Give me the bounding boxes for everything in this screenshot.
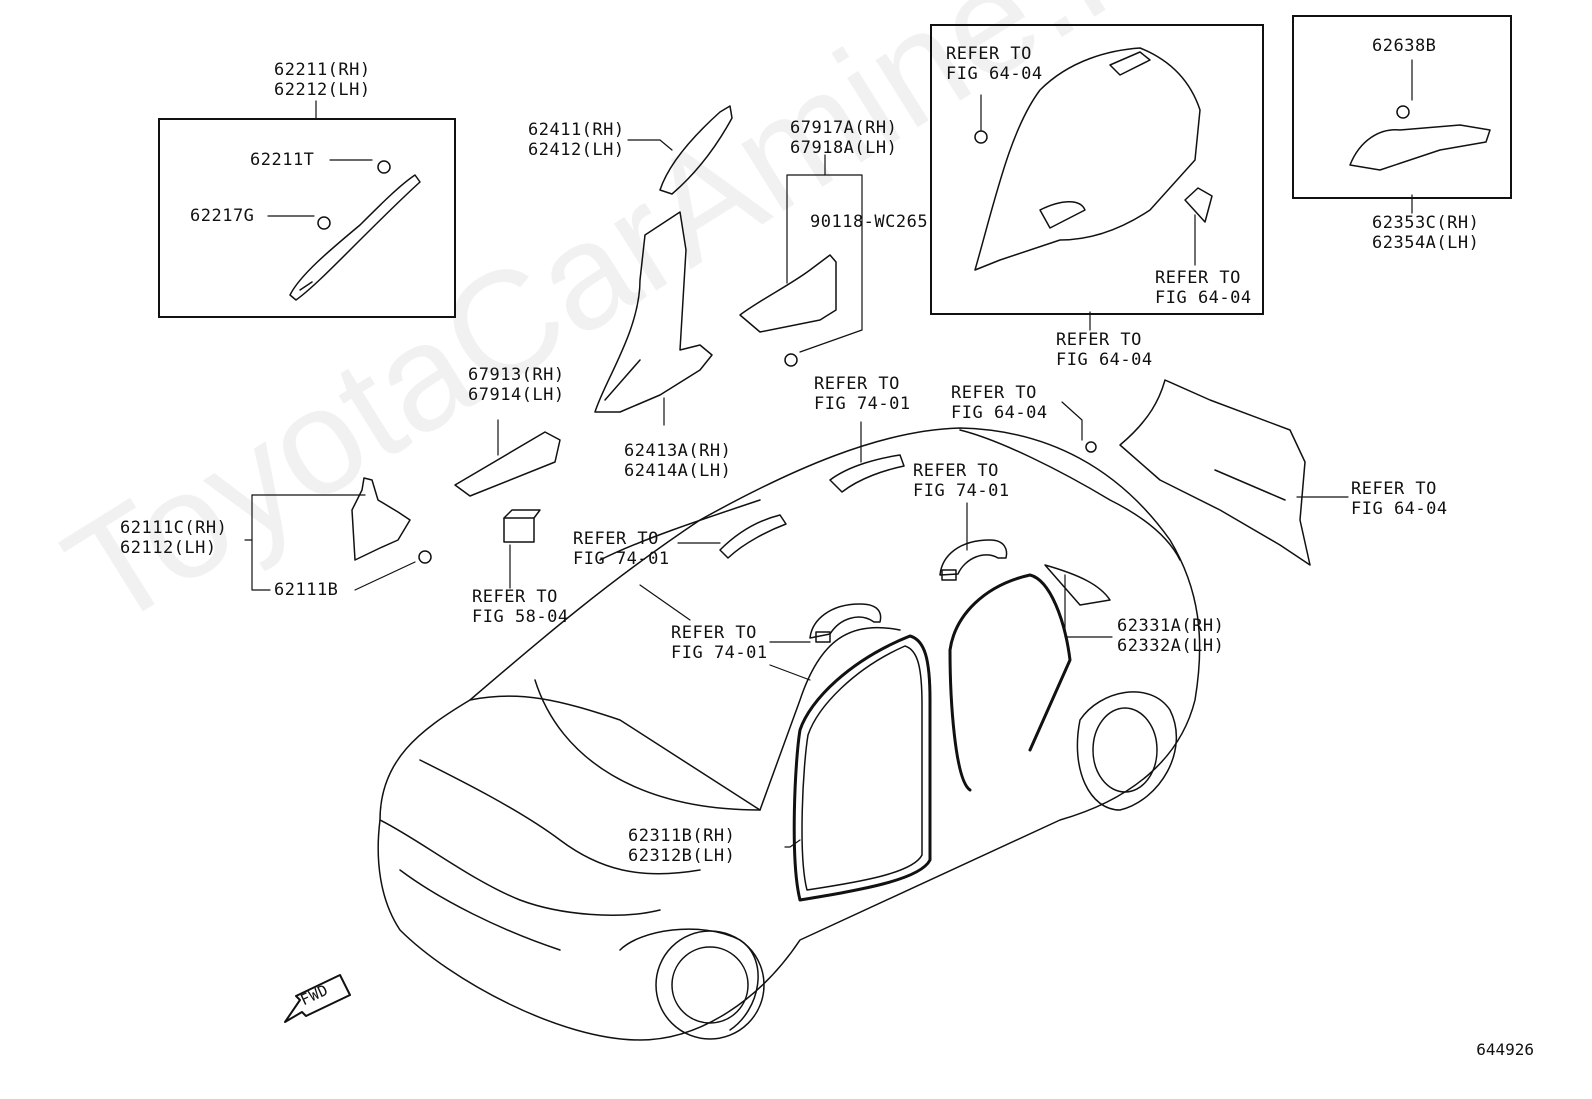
- refer-fig-74-01-upper: REFER TO FIG 74-01: [814, 374, 911, 414]
- assist-grip-front: [809, 603, 882, 643]
- part-label-62111C: 62111C(RH): [120, 518, 228, 538]
- drawing-number: 644926: [1476, 1040, 1534, 1059]
- part-label-62638B: 62638B: [1372, 36, 1437, 56]
- part-label-62331A: 62331A(RH): [1117, 616, 1225, 636]
- vehicle-outline: [377, 427, 1201, 1041]
- assist-grip-upper: [829, 454, 905, 493]
- part-label-62414A: 62414A(LH): [624, 461, 732, 481]
- group-box-quarter-trim: [930, 24, 1264, 315]
- refer-fig-74-01-rear-grip: REFER TO FIG 74-01: [913, 461, 1010, 501]
- door-weatherstrip-front: [792, 634, 932, 902]
- part-label-62332A: 62332A(LH): [1117, 636, 1225, 656]
- leader-lines: [244, 59, 1413, 848]
- part-label-62211: 62211(RH): [274, 60, 371, 80]
- part-label-62413A: 62413A(RH): [624, 441, 732, 461]
- center-pillar-trim: [594, 211, 713, 413]
- part-label-62211T: 62211T: [250, 150, 315, 170]
- part-label-62112: 62112(LH): [120, 538, 217, 558]
- connector-block: [503, 509, 541, 543]
- assist-grip-rear: [939, 539, 1008, 581]
- part-label-67914: 67914(LH): [468, 385, 565, 405]
- part-label-62412: 62412(LH): [528, 140, 625, 160]
- refer-fig-58-04-connector: REFER TO FIG 58-04: [472, 587, 569, 627]
- refer-fig-64-04-rear: REFER TO FIG 64-04: [1351, 479, 1448, 519]
- rear-luggage-trim: [1085, 379, 1311, 566]
- refer-fig-64-04-clip: REFER TO FIG 64-04: [951, 383, 1048, 423]
- refer-fig-74-01-front-grip: REFER TO FIG 74-01: [671, 623, 768, 663]
- a-pillar-garnish-62211: [289, 160, 421, 301]
- door-weatherstrip-rear: [948, 564, 1111, 792]
- rear-door-scuff-plate: [739, 254, 837, 367]
- refer-fig-64-04-quarter-clip: REFER TO FIG 64-04: [946, 44, 1043, 84]
- group-box-62211: [158, 118, 456, 318]
- refer-fig-64-04-quarter-lower: REFER TO FIG 64-04: [1155, 268, 1252, 308]
- assist-grip-roof: [719, 514, 787, 559]
- part-label-62354A: 62354A(LH): [1372, 233, 1480, 253]
- part-label-62411: 62411(RH): [528, 120, 625, 140]
- part-label-62217G: 62217G: [190, 206, 255, 226]
- part-label-62212: 62212(LH): [274, 80, 371, 100]
- part-label-62312B: 62312B(LH): [628, 846, 736, 866]
- deck-side-trim: [1349, 105, 1491, 171]
- front-pillar-upper-trim: [659, 105, 733, 195]
- part-label-67918A: 67918A(LH): [790, 138, 898, 158]
- quarter-trim-panel: [974, 47, 1213, 271]
- part-label-90118: 90118-WC265: [810, 212, 929, 232]
- refer-fig-74-01-roof-grip: REFER TO FIG 74-01: [573, 529, 670, 569]
- part-label-62111B: 62111B: [274, 580, 339, 600]
- front-door-scuff-plate: [454, 431, 561, 497]
- part-label-62353C: 62353C(RH): [1372, 213, 1480, 233]
- part-label-62311B: 62311B(RH): [628, 826, 736, 846]
- refer-fig-64-04-quarter-box: REFER TO FIG 64-04: [1056, 330, 1153, 370]
- cowl-side-trim: [351, 477, 432, 564]
- group-box-62638B: [1292, 15, 1512, 199]
- part-label-67913: 67913(RH): [468, 365, 565, 385]
- fwd-arrow: [284, 974, 351, 1023]
- part-label-67917A: 67917A(RH): [790, 118, 898, 138]
